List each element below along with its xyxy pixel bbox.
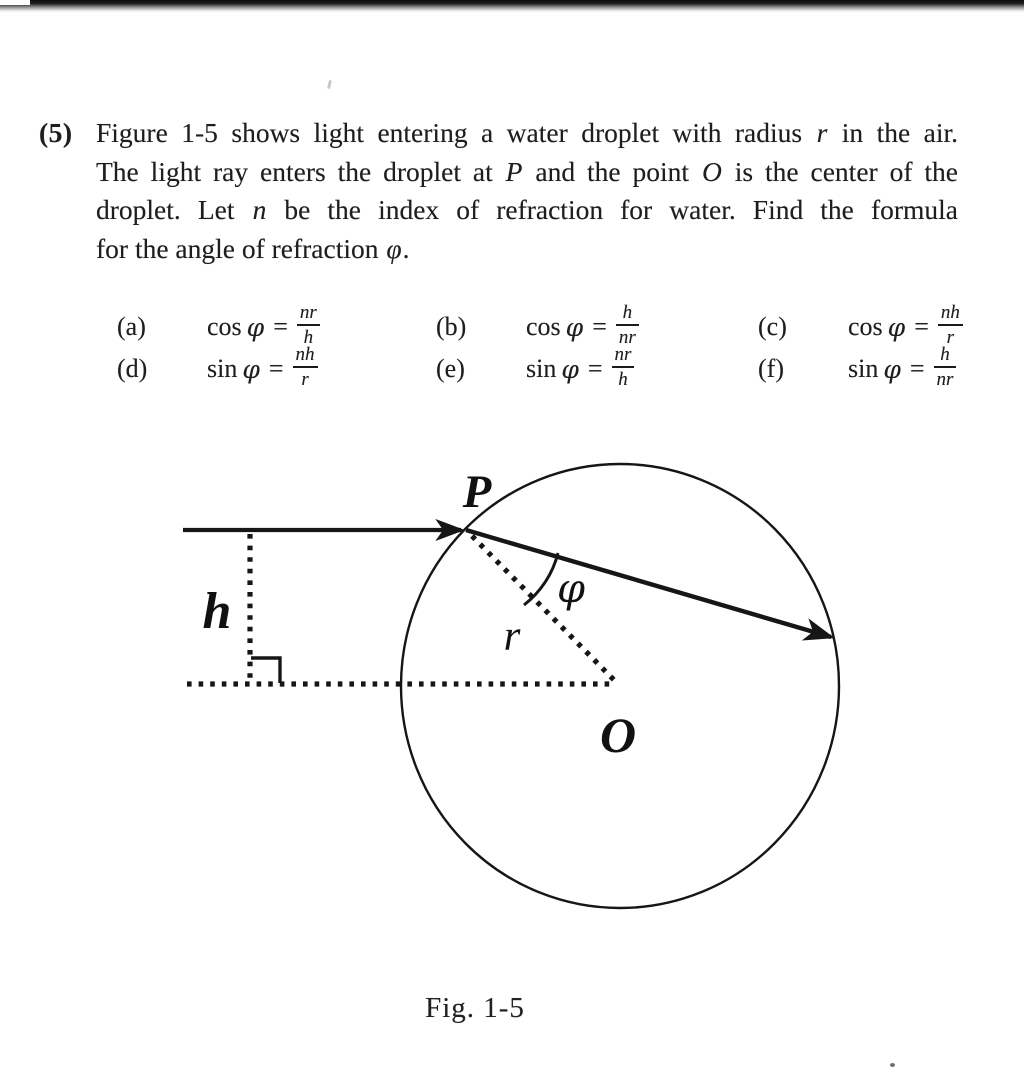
label-radius-r: r — [504, 613, 521, 660]
label-point-p: P — [462, 466, 493, 518]
option-e-label: (e) — [436, 354, 465, 383]
angle-arc — [523, 552, 560, 607]
text-run: Figure 1-5 shows light entering a water … — [96, 117, 816, 148]
droplet-circle — [399, 462, 841, 910]
math-variable: φ — [386, 232, 402, 264]
fraction-numerator: h — [940, 344, 950, 366]
phi-symbol: φ — [242, 354, 260, 384]
label-angle-phi: φ — [557, 566, 585, 612]
fraction-denominator: nr — [933, 366, 957, 391]
problem-paragraph: (5) Figure 1-5 shows light entering a wa… — [39, 114, 958, 269]
text-run: droplet. Let — [96, 194, 252, 226]
right-angle-mark — [251, 656, 282, 683]
text-run: be the index of refraction for water. Fi… — [267, 194, 958, 226]
phi-symbol: φ — [561, 354, 579, 384]
math-variable: n — [252, 194, 267, 226]
fraction-denominator: h — [296, 324, 320, 349]
problem-line-3: droplet. Let n be the index of refractio… — [96, 191, 958, 230]
problem-line-2: The light ray enters the droplet at P an… — [96, 153, 958, 192]
option-d-label: (d) — [117, 354, 148, 383]
label-height-h: h — [203, 583, 232, 640]
text-run: . — [402, 232, 410, 264]
fraction-denominator: h — [611, 366, 635, 391]
scan-dot — [890, 1063, 895, 1067]
scan-top-notch — [0, 0, 30, 5]
fraction-denominator: r — [937, 324, 963, 349]
text-run: for the angle of refraction — [96, 232, 386, 264]
problem-line-4: for the angle of refraction φ. — [96, 230, 958, 269]
fraction-numerator: nh — [940, 302, 960, 324]
text-run: The light ray enters the droplet at — [96, 155, 505, 187]
scan-speck — [327, 79, 332, 90]
refracted-ray — [465, 527, 835, 641]
equals-sign: = — [587, 354, 603, 383]
math-variable: O — [701, 155, 722, 187]
trig-function: cos — [526, 312, 561, 341]
label-center-o: O — [600, 707, 636, 763]
trig-function: cos — [207, 312, 242, 341]
phi-symbol: φ — [883, 354, 901, 384]
math-variable: r — [816, 117, 828, 148]
trig-function: sin — [207, 354, 238, 383]
fraction-denominator: r — [292, 366, 318, 391]
phi-symbol: φ — [565, 312, 584, 342]
option-c-label: (c) — [758, 312, 787, 341]
scan-top-bar — [0, 0, 1024, 13]
option-a-label: (a) — [117, 312, 146, 341]
math-variable: P — [505, 155, 523, 187]
radius-dotted-line — [470, 534, 617, 683]
phi-symbol: φ — [246, 312, 265, 342]
problem-line-1: Figure 1-5 shows light entering a water … — [96, 114, 958, 153]
equals-sign: = — [268, 354, 284, 383]
text-run: is the center of the — [722, 155, 959, 187]
equals-sign: = — [914, 312, 929, 341]
fraction-numerator: nh — [295, 344, 315, 366]
option-f-label: (f) — [758, 354, 784, 383]
equals-sign: = — [273, 312, 288, 341]
option-b-label: (b) — [436, 312, 467, 341]
problem-number: (5) — [39, 117, 73, 148]
trig-function: sin — [526, 354, 557, 383]
figure-caption: Fig. 1-5 — [425, 992, 525, 1024]
text-run: in the air. — [828, 117, 958, 148]
fraction-numerator: nr — [299, 302, 317, 324]
text-run: and the point — [523, 155, 701, 187]
trig-function: sin — [848, 354, 879, 383]
fraction-numerator: nr — [614, 344, 632, 366]
trig-function: cos — [848, 312, 883, 341]
fraction-denominator: nr — [615, 324, 639, 349]
phi-symbol: φ — [887, 312, 906, 342]
equals-sign: = — [592, 312, 607, 341]
fraction-numerator: h — [622, 302, 633, 324]
equals-sign: = — [909, 354, 925, 383]
